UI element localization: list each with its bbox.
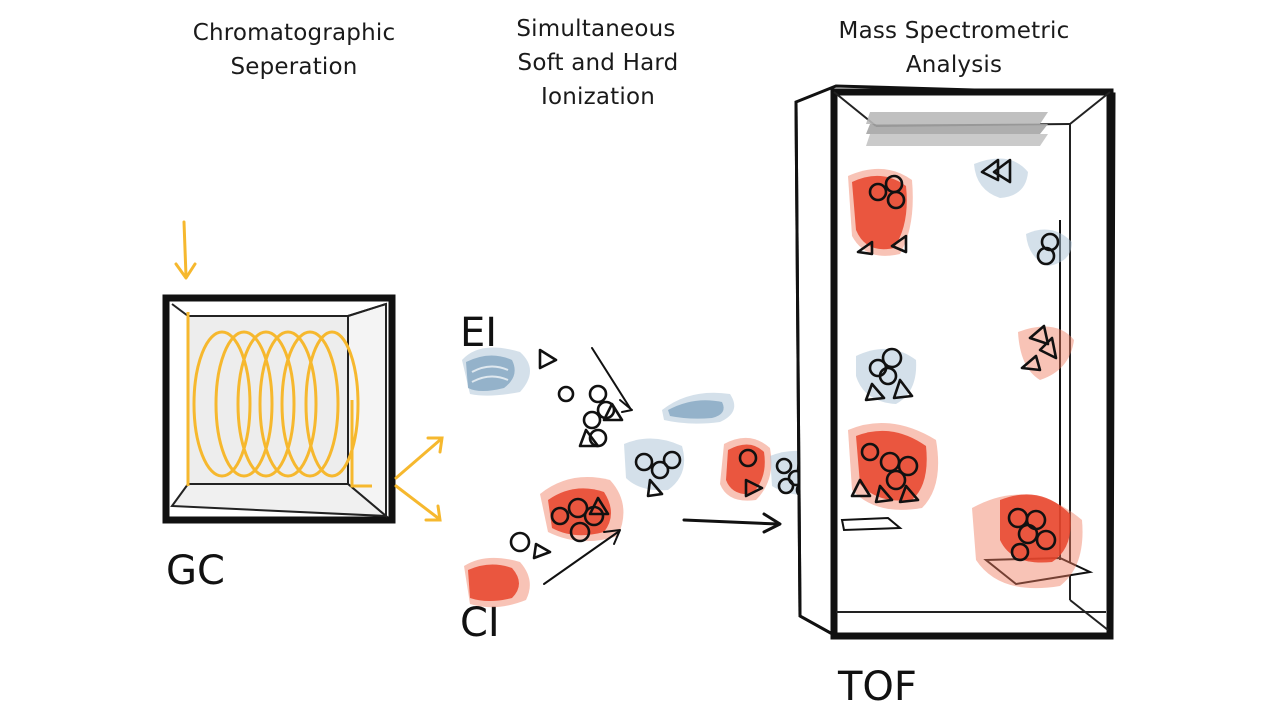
ci-molecules [509,477,624,585]
ei-fragments [538,347,633,448]
gc-column-coil [186,312,372,488]
stage-heading-line: Soft and Hard [518,50,679,76]
detector-plates [866,112,1048,146]
ei-electron-cloud [462,347,530,396]
stage-heading-line: Simultaneous [516,16,675,42]
ci-reagent-cloud [464,557,530,608]
stage-heading-chromatography: Chromatographic Seperation [193,20,396,80]
gc-label: GC [166,548,225,594]
stage-heading-line: Chromatographic [193,20,396,46]
tof-label: TOF [837,664,917,710]
tof-ion-cluster [1026,229,1072,266]
ion-source-plate [840,516,903,532]
stage-heading-ionization: Simultaneous Soft and Hard Ionization [516,16,678,110]
stage-heading-line: Seperation [230,54,357,80]
tof-ion-cluster [974,158,1028,198]
split-arrows [394,436,444,522]
sample-inlet-arrow [174,220,197,280]
ci-label: CI [460,600,500,646]
gc-oven [162,220,444,524]
tof-ion-cluster [848,422,939,510]
tof-ion-cluster [848,168,913,256]
stage-heading-line: Analysis [906,52,1002,78]
stage-heading-mass-spec: Mass Spectrometric Analysis [839,18,1070,78]
stage-heading-line: Ionization [541,84,655,110]
tof-ion-cluster [972,494,1083,589]
tof-analyzer [794,84,1116,640]
tof-ion-cluster [856,347,917,404]
tof-frame [830,88,1114,640]
stage-heading-line: Mass Spectrometric [839,18,1070,44]
tof-ion-cluster [1018,324,1074,380]
